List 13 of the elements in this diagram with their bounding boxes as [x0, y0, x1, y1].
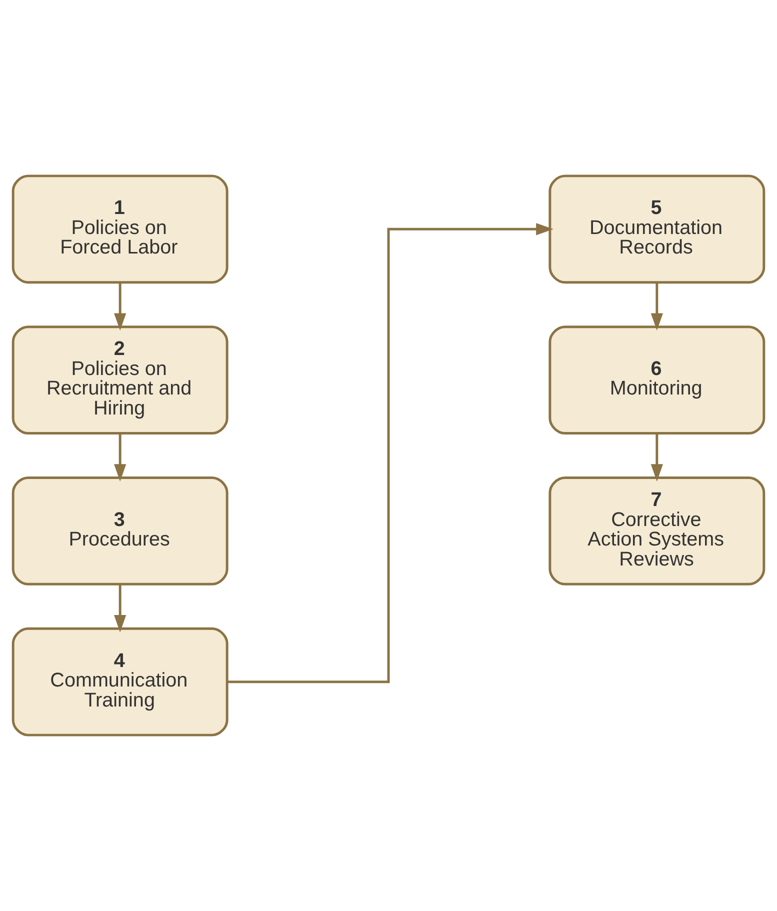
- arrow: [114, 433, 126, 482]
- arrow: [650, 282, 663, 331]
- node-box: 5 Documentation Records: [548, 174, 766, 284]
- node-box: 3 Procedures: [12, 476, 228, 586]
- node-box: 1 Policies on Forced Labor: [12, 174, 228, 284]
- arrow: [114, 584, 126, 632]
- node-box: 2 Policies on Recruitment and Hiring: [12, 326, 228, 434]
- arrow: [227, 223, 554, 684]
- node-box: 4 Communication Training: [12, 627, 228, 736]
- arrow: [114, 282, 126, 331]
- node-box: 6 Monitoring: [548, 326, 766, 434]
- arrow: [650, 433, 663, 482]
- node-box: 7 Corrective Action Systems Reviews: [548, 476, 766, 586]
